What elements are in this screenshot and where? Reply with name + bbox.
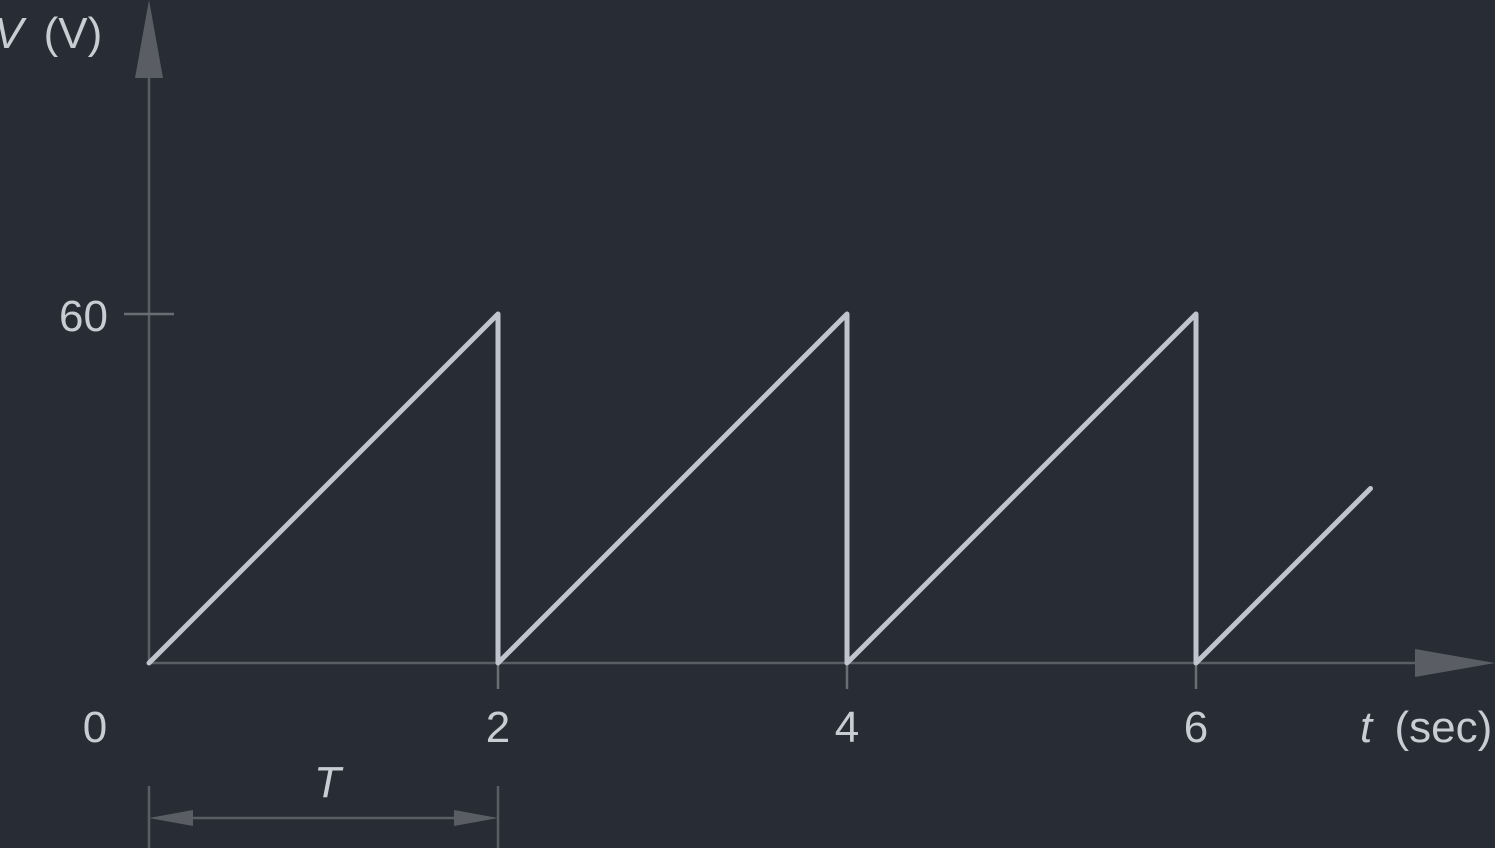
y-axis-variable: V [0, 9, 27, 58]
period-label: T [314, 758, 344, 807]
x-axis-variable: t [1360, 703, 1374, 752]
period-annotation: T [147, 758, 500, 848]
series-sawtooth [146, 311, 1373, 666]
x-axis-label: t (sec) [1360, 703, 1492, 752]
y-axis-arrowhead [135, 0, 163, 78]
x-tick-label-4: 4 [835, 703, 859, 752]
x-tick-label-6: 6 [1184, 703, 1208, 752]
y-axis-label: V (V) [0, 9, 102, 58]
period-arrow-left [149, 810, 193, 826]
y-axis-unit: (V) [44, 9, 103, 58]
period-arrow-right [454, 810, 498, 826]
x-tick-label-2: 2 [486, 703, 510, 752]
x-axis-arrowhead [1415, 649, 1495, 677]
series-line-0 [146, 311, 1373, 666]
origin-label: 0 [83, 703, 107, 752]
x-ticks: 2 4 6 [486, 661, 1208, 752]
y-tick-label-60: 60 [59, 292, 108, 341]
x-axis-unit: (sec) [1394, 703, 1492, 752]
